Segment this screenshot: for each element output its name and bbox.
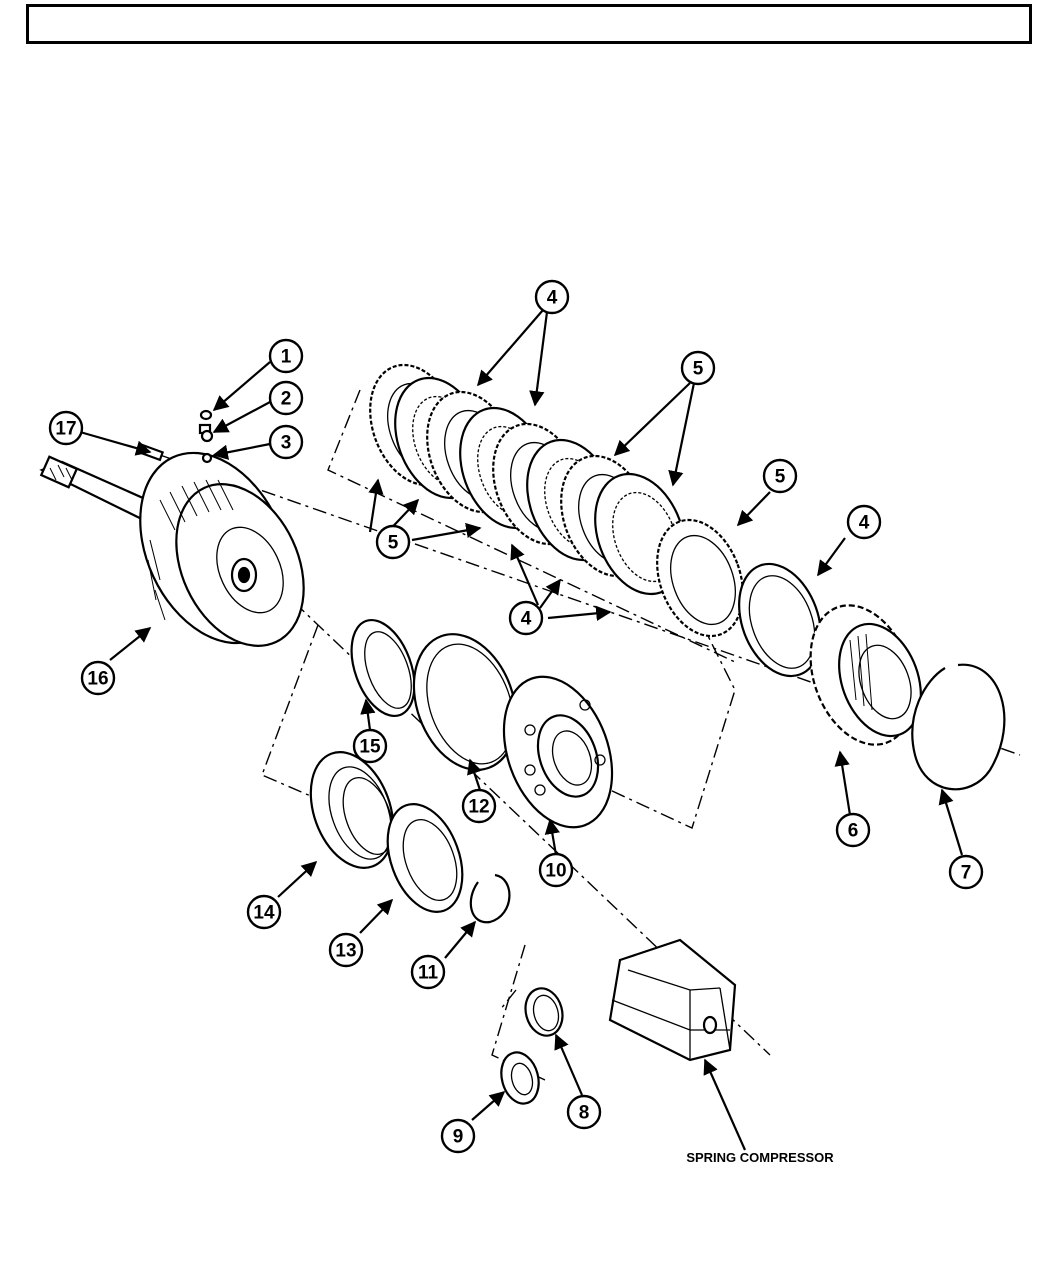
svg-text:11: 11	[418, 963, 439, 984]
svg-text:3: 3	[281, 433, 292, 454]
callout-7: 7	[948, 854, 984, 890]
snap-ring-part-11	[469, 873, 511, 924]
washer-part-13	[386, 803, 464, 913]
callout-1: 1	[268, 338, 304, 374]
svg-text:5: 5	[388, 533, 399, 554]
spring-compressor-tool	[608, 938, 737, 1062]
callout-16: 16	[80, 660, 116, 696]
callout-5-top: 5	[680, 350, 716, 386]
svg-text:13: 13	[335, 941, 356, 962]
callout-17: 17	[48, 410, 84, 446]
callout-15: 15	[352, 728, 388, 764]
callout-9: 9	[440, 1118, 476, 1154]
svg-text:10: 10	[545, 861, 566, 882]
callout-4-bottom: 4	[508, 600, 544, 636]
fittings-parts-1-2-3	[199, 409, 214, 464]
callout-6: 6	[835, 812, 871, 848]
svg-text:14: 14	[253, 903, 275, 924]
svg-text:4: 4	[547, 288, 558, 309]
svg-text:8: 8	[579, 1103, 590, 1124]
callout-13: 13	[328, 932, 364, 968]
callout-12: 12	[461, 788, 497, 824]
seal-ring-part-12	[412, 633, 518, 771]
svg-text:4: 4	[859, 513, 870, 534]
snap-ring-part-7	[911, 663, 1006, 791]
callout-10: 10	[538, 852, 574, 888]
callout-5-right: 5	[762, 458, 798, 494]
svg-text:16: 16	[87, 669, 108, 690]
svg-text:7: 7	[961, 863, 972, 884]
piston-part-14	[309, 751, 395, 869]
svg-text:2: 2	[281, 389, 292, 410]
svg-text:15: 15	[359, 737, 381, 758]
svg-text:17: 17	[55, 419, 76, 440]
callout-11: 11	[410, 954, 446, 990]
callout-3: 3	[268, 424, 304, 460]
svg-text:12: 12	[468, 797, 489, 818]
svg-text:1: 1	[281, 347, 292, 368]
spring-retainer-part-10	[502, 675, 614, 829]
callout-8: 8	[566, 1094, 602, 1130]
svg-text:4: 4	[521, 609, 532, 630]
callout-5-left: 5	[375, 524, 411, 560]
svg-text:5: 5	[693, 359, 704, 380]
title-box	[26, 4, 1032, 44]
hub-part-6	[809, 604, 922, 746]
callout-14: 14	[246, 894, 282, 930]
svg-text:9: 9	[453, 1127, 464, 1148]
leader-lines	[79, 309, 964, 1151]
spring-compressor-label: SPRING COMPRESSOR	[686, 1150, 834, 1165]
svg-text:6: 6	[848, 821, 859, 842]
clutch-plate-stack	[369, 363, 822, 678]
callout-4-top: 4	[534, 279, 570, 315]
small-ring-part-8	[524, 987, 564, 1037]
svg-text:5: 5	[775, 467, 786, 488]
callout-4-right: 4	[846, 504, 882, 540]
bearing-part-9	[500, 1051, 540, 1105]
ring-part-15	[350, 618, 416, 718]
callout-2: 2	[268, 380, 304, 416]
clutch-drum-part-16	[39, 423, 305, 647]
